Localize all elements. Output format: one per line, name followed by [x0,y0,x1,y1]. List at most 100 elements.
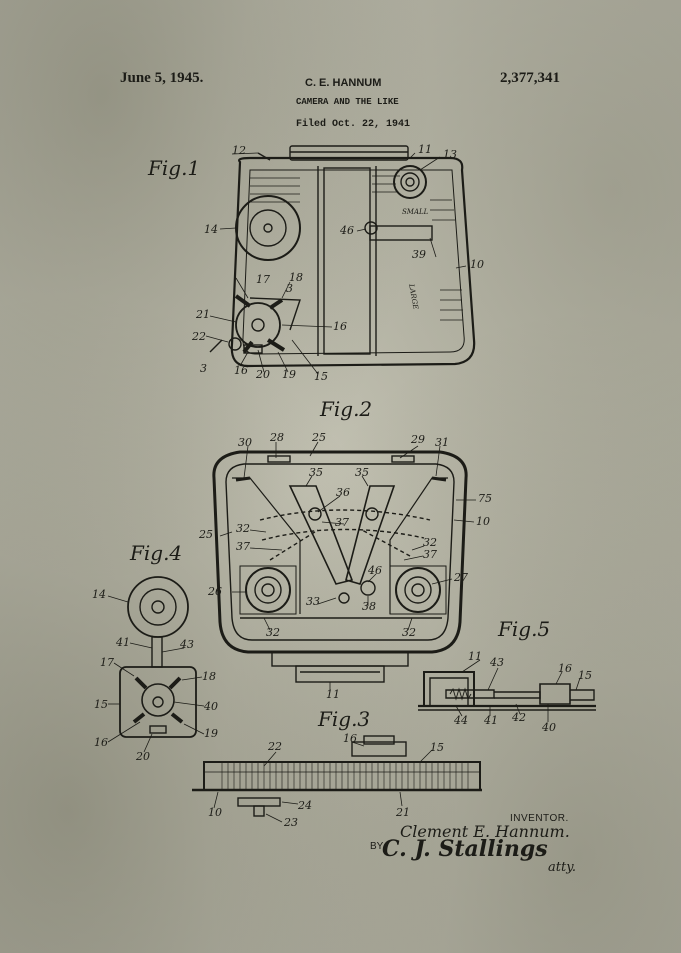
fig5-ref-41: 41 [483,714,498,727]
fig1-shutter-dial [235,302,281,348]
fig1-ref-46: 46 [339,224,354,237]
fig3-ref-23: 23 [283,816,298,829]
fig2-ref-31: 31 [435,436,449,449]
fig3-ref-21: 21 [395,806,410,819]
fig2-ref-32a: 32 [236,522,250,535]
fig2-ref-32b: 32 [423,536,437,549]
fig1-label: Fig.1 [147,156,200,180]
fig2-ref-38: 38 [362,600,376,613]
fig3-ref-10: 10 [208,806,222,819]
fig2-supply-spool [245,567,291,613]
fig2-ref-26: 26 [207,585,222,598]
fig2-ref-30: 30 [238,436,252,449]
fig1-ref-21: 21 [195,308,210,321]
inventor-short-name: C. E. HANNUM [305,77,382,89]
fig1-ref-14: 14 [204,223,218,236]
fig2-ref-35a: 35 [309,466,323,479]
fig1-camera-body [230,156,476,368]
fig5-housing [423,671,475,706]
fig2-ref-32d: 32 [402,626,416,639]
fig2-ref-37a: 37 [335,516,349,529]
figure-2: Fig.2 [198,397,492,701]
filed-date: Filed Oct. 22, 1941 [296,119,411,130]
fig5-ref-40: 40 [541,721,556,734]
fig2-ref-37b: 37 [236,540,250,553]
fig1-ref-16b: 16 [234,364,248,377]
fig5-ref-15: 15 [578,669,592,682]
inventor-signature: Clement E. Hannum. [400,822,570,841]
figure-1: Fig.1 [147,143,484,383]
fig1-ref-12: 12 [232,144,246,157]
fig4-ref-43: 43 [179,638,194,651]
fig1-ref-18: 18 [289,271,303,284]
fig2-shutter-arm-right [345,485,396,585]
fig1-ref-3a: 3 [286,282,293,295]
patent-title: CAMERA AND THE LIKE [296,97,399,107]
fig4-ref-14: 14 [92,588,106,601]
fig4-label: Fig.4 [129,541,182,565]
fig5-ref-44: 44 [453,714,468,727]
fig3-hub [351,741,407,757]
figure-5: Fig.5 11 43 16 15 44 41 42 40 [418,617,596,734]
fig1-ref-19: 19 [282,368,296,381]
fig1-ref-15: 15 [314,370,328,383]
fig1-slider [369,225,433,241]
fig3-ref-16: 16 [343,732,357,745]
fig1-ref-22: 22 [191,330,206,343]
fig4-ref-41: 41 [115,636,130,649]
fig2-ref-75: 75 [478,492,492,505]
fig2-ref-29: 29 [410,433,425,446]
fig3-label: Fig.3 [317,707,370,731]
fig2-shutter-arm-left [288,485,354,585]
fig1-ref-39: 39 [412,248,426,261]
fig2-camera-section [212,450,468,654]
fig5-label: Fig.5 [497,617,550,641]
figure-4: Fig.4 14 41 43 17 18 15 40 [92,541,218,763]
fig1-ref-17: 17 [256,273,270,286]
fig3-ref-22: 22 [267,740,282,753]
fig4-ref-15: 15 [94,698,108,711]
fig2-ref-32c: 32 [266,626,280,639]
fig2-ref-33: 33 [306,595,320,608]
fig2-ref-28: 28 [269,431,284,444]
fig4-ref-20: 20 [135,750,150,763]
fig4-ref-18: 18 [202,670,216,683]
fig2-lens-base [271,651,409,667]
fig2-takeup-spool [395,567,441,613]
fig1-ref-13: 13 [443,148,457,161]
attorney-abbreviation: atty. [548,860,576,875]
fig1-wind-knob [393,165,427,199]
fig4-ref-16: 16 [94,736,108,749]
fig2-ref-36: 36 [336,486,350,499]
fig2-ref-35b: 35 [355,466,369,479]
fig5-ref-11: 11 [468,650,482,663]
fig5-ref-42: 42 [511,711,526,724]
fig2-label: Fig.2 [319,397,372,421]
fig1-ref-10: 10 [470,258,484,271]
fig4-ref-19: 19 [204,727,218,740]
fig5-ref-16: 16 [558,662,572,675]
fig2-ref-27: 27 [453,571,468,584]
fig1-ref-11: 11 [418,143,432,156]
fig4-ref-17: 17 [100,656,114,669]
fig1-small-marking: SMALL [402,208,429,216]
fig1-lens-cap [289,145,409,161]
attorney-signature: C. J. Stallings [382,836,548,862]
figure-3: Fig.3 16 22 15 10 24 21 23 [192,707,482,829]
by-label: BY [370,841,384,852]
fig2-ref-10: 10 [476,515,490,528]
fig2-ref-25b: 25 [198,528,213,541]
patent-date: June 5, 1945. [120,70,204,86]
fig1-center-panel [323,167,371,355]
fig3-knob-24 [237,797,281,807]
fig5-ref-43: 43 [489,656,504,669]
fig1-ref-20: 20 [255,368,270,381]
fig1-ref-16a: 16 [333,320,347,333]
fig4-knob [127,576,189,638]
fig4-dial-plate [119,666,197,738]
patent-number: 2,377,341 [500,70,560,86]
fig3-ref-24: 24 [297,799,312,812]
fig2-ref-37c: 37 [423,548,437,561]
fig1-large-marking: LARGE [407,282,420,310]
